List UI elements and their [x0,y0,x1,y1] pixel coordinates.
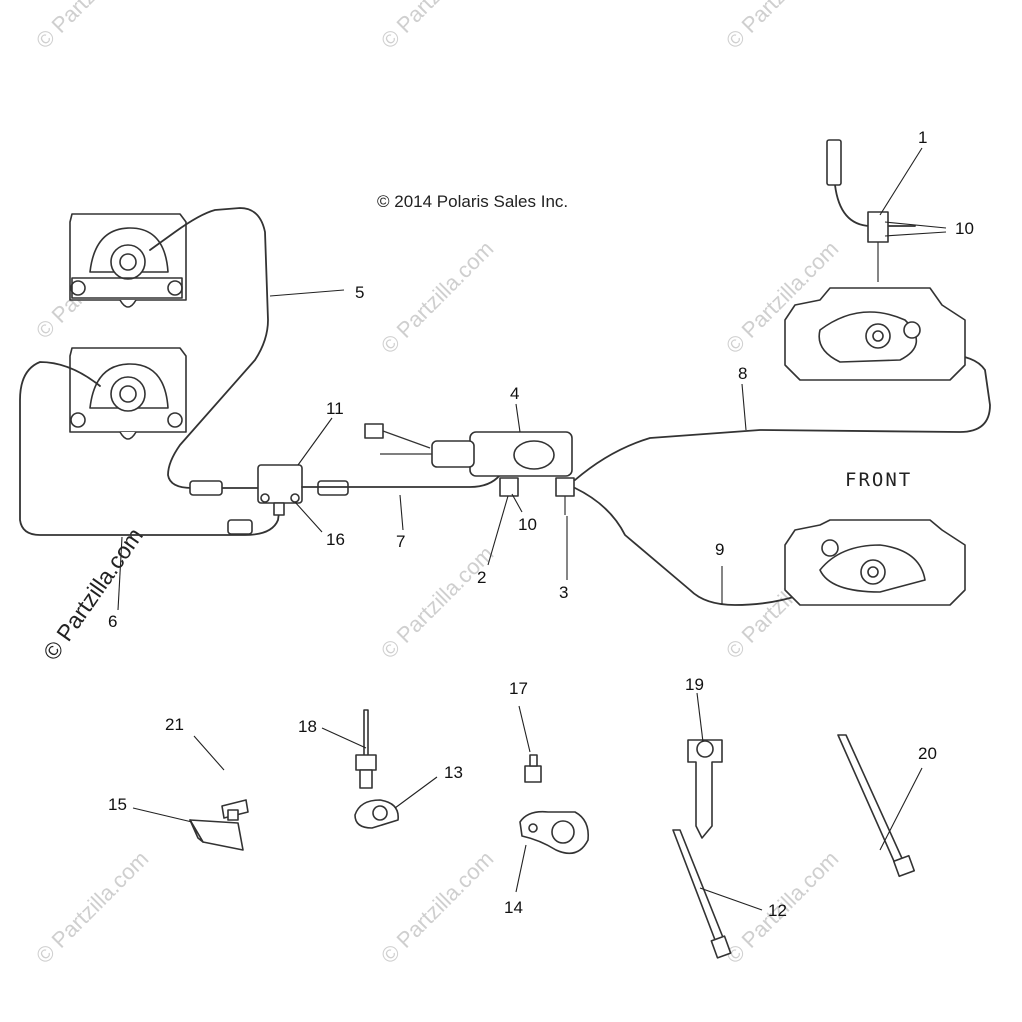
watermark-dark: © Partzilla.com [38,523,148,665]
callout: 6 [108,612,117,631]
clamp-13 [354,799,399,829]
front-caliper-upper [784,287,966,381]
front-caliper-lower [784,519,966,606]
watermark-text: © Partzilla.com [31,0,154,54]
watermark-text: © Partzilla.com [376,0,499,54]
callout: 18 [298,717,317,736]
front-label: FRONT [845,469,912,491]
watermark-text: © Partzilla.com [376,236,499,359]
callout: 19 [685,675,704,694]
bolt-17 [524,754,542,783]
rear-caliper-upper [69,213,187,308]
callout: 16 [326,530,345,549]
callout: 7 [396,532,405,551]
clip-19 [687,739,723,839]
cable-tie-12 [672,829,732,959]
push-rivet-18 [355,709,377,789]
callouts: 1 10 5 4 8 11 7 16 10 2 3 9 6 21 18 17 1… [108,128,974,920]
brake-line-5 [149,207,269,489]
callout: 20 [918,744,937,763]
callout: 13 [444,763,463,782]
banjo-bolt [826,139,916,282]
callout: 9 [715,540,724,559]
watermark-text: © Partzilla.com [376,846,499,969]
watermark-text: © Partzilla.com [721,0,844,54]
callout: 1 [918,128,927,147]
callout: 17 [509,679,528,698]
callout: 12 [768,901,787,920]
clamp-14 [519,810,590,855]
tee-block [189,464,349,535]
brake-line-7 [301,474,501,488]
watermark-text: © Partzilla.com [376,541,499,664]
watermark-text: © Partzilla.com [31,846,154,969]
callout: 14 [504,898,523,917]
callout: 3 [559,583,568,602]
callout: 11 [326,399,344,418]
callout: 21 [165,715,184,734]
master-cylinder [364,423,575,515]
callout: 5 [355,283,364,302]
brake-line-9 [574,487,851,606]
leader-lines [117,147,947,911]
callout: 4 [510,384,519,403]
clip-15 [189,819,244,851]
screw-21 [221,799,249,821]
callout: 2 [477,568,486,587]
callout: 15 [108,795,127,814]
watermarks: © Partzilla.com © Partzilla.com © Partzi… [31,0,844,969]
brake-line-8 [574,339,991,481]
copyright-text: © 2014 Polaris Sales Inc. [377,192,568,211]
brake-line-6 [19,361,281,536]
callout: 10 [955,219,974,238]
callout: 8 [738,364,747,383]
callout: 10 [518,515,537,534]
rear-caliper-lower [69,347,187,440]
